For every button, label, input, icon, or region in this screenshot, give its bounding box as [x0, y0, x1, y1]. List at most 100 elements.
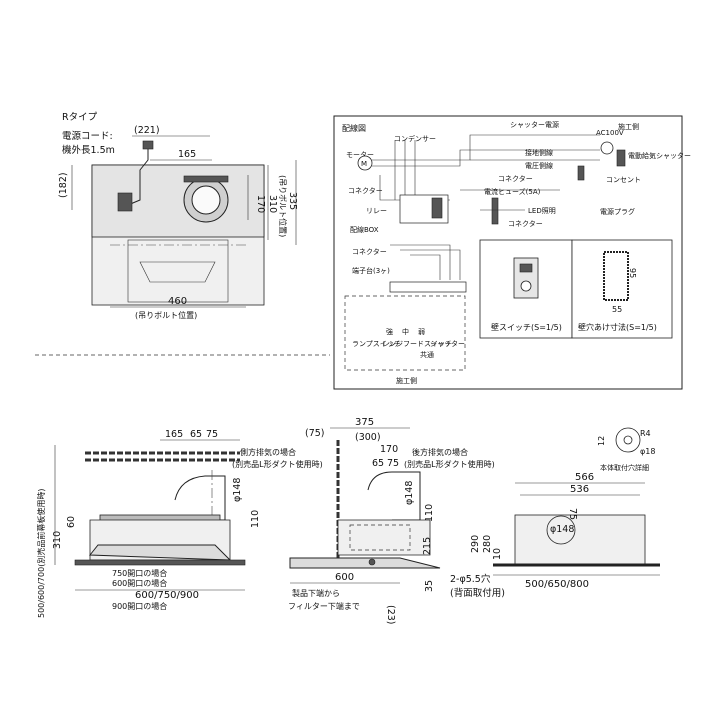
dim-55: 55: [612, 305, 622, 314]
wall-hole-label: 壁穴あけ寸法(S=1/5): [578, 322, 657, 332]
range-hood-switch-label: レンジフードスイッチ: [382, 340, 452, 348]
side-dim-35: 35: [424, 580, 435, 592]
hood-body-side: [337, 519, 431, 556]
dim-182: (182): [58, 172, 69, 198]
mounting-hole-icon: [615, 427, 641, 453]
cord-plug-icon: [142, 140, 154, 150]
terminal-icon: [117, 192, 133, 212]
mounting-hole-inner: [623, 435, 633, 445]
shutter-label: シャッター: [430, 339, 465, 348]
side-dim-148: φ148: [404, 481, 415, 505]
relay-icon: [431, 197, 443, 219]
open-600-label: 600開口の場合: [112, 578, 167, 588]
led-light-label: LED照明: [528, 207, 556, 215]
current-fuse-label: 電流ヒューズ(5A): [484, 187, 541, 196]
bolt-position-horizontal: (吊りボルト位置): [135, 310, 197, 320]
cord-length-label: 機外長1.5m: [62, 144, 115, 156]
wire-7: [400, 249, 461, 280]
wall-hole-icon: [603, 251, 629, 301]
power-source-icon: [600, 141, 614, 155]
terminal-block: [389, 281, 467, 293]
shutter-power-label: シャッター電源: [510, 120, 559, 129]
front-dim-110: 110: [250, 510, 261, 528]
switch-area: [344, 295, 466, 371]
dim-221: (221): [134, 125, 160, 136]
duct-flange: [183, 175, 229, 183]
side-dim-65: 65: [372, 458, 384, 469]
rear-width: 500/650/800: [525, 579, 589, 590]
duct-adaptor-inner: [191, 185, 221, 215]
front-view: 165 65 75 側方排気の場合 (別売品L形ダクト使用時) φ148 110…: [36, 429, 323, 618]
rear-exhaust-label: 後方排気の場合: [412, 447, 468, 457]
top-view: Rタイプ 電源コード: 機外長1.5m (221) 165 (182) 170 …: [58, 112, 298, 320]
front-l-duct-label: (別売品L形ダクト使用時): [232, 459, 323, 469]
ac100v-label: AC100V: [596, 129, 624, 137]
relay-label: リレー: [366, 207, 387, 215]
motor-symbol: M: [361, 160, 367, 168]
front-dim-310: 310: [52, 531, 63, 549]
side-duct: [367, 471, 421, 521]
condenser-label: コンデンサー: [394, 134, 436, 143]
dim-165: 165: [178, 149, 196, 160]
motor-label: モーター: [346, 150, 374, 159]
terminal-block-label: 端子台(3ヶ): [352, 266, 390, 275]
side-exhaust-label: 側方排気の場合: [240, 447, 296, 457]
side-motor-outline: [349, 524, 411, 551]
filter-handle: [139, 261, 216, 283]
side-dim-375: 375: [355, 417, 374, 428]
open-900-label: 900開口の場合: [112, 601, 167, 611]
wall-switch-label: 壁スイッチ(S=1/5): [491, 322, 562, 332]
rear-dim-536: 536: [570, 484, 589, 495]
switch-knob-icon: [520, 280, 532, 292]
rear-dim-18: φ18: [640, 447, 655, 456]
dim-170: 170: [255, 195, 266, 213]
front-dim-148: φ148: [232, 478, 243, 502]
hood-bottom-rail: [74, 559, 246, 566]
front-panel-label: 500/600/700(別売品前幕板使用時): [36, 489, 46, 618]
wiring-box-label: 配線BOX: [350, 225, 379, 234]
side-l-duct-label: (別売品L形ダクト使用時): [404, 459, 495, 469]
side-dim-300: (300): [355, 432, 381, 443]
site-side-label-2: 施工側: [396, 376, 417, 385]
rear-duct-opening: [546, 515, 576, 545]
connector-label-3: コネクター: [508, 219, 543, 228]
speed-strong: 強: [386, 328, 393, 336]
dim-95: 95: [628, 268, 637, 278]
dim-335: 335: [287, 192, 298, 210]
side-dim-23: (23): [385, 605, 396, 625]
side-handle-icon: [368, 558, 376, 566]
hood-body-rear: [514, 514, 646, 566]
side-dim-75b: 75: [387, 458, 399, 469]
power-plug-icon: [577, 165, 585, 181]
wire-6: [390, 244, 451, 280]
side-note-2: フィルター下端まで: [288, 601, 360, 611]
hood-skirt: [88, 544, 232, 561]
filter-area: [127, 239, 229, 303]
motor-icon: [357, 155, 373, 171]
side-dim-75: (75): [305, 428, 325, 439]
r-type-label: Rタイプ: [62, 112, 98, 123]
rear-dim-148: φ148: [550, 524, 574, 535]
power-cord: [127, 146, 149, 206]
open-750-label: 750開口の場合: [112, 568, 167, 578]
side-dim-600: 600: [335, 572, 354, 583]
ground-wire-label: 接地側線: [525, 148, 553, 157]
shutter-icon: [616, 149, 626, 167]
side-dim-110: 110: [424, 504, 435, 522]
front-dim-165: 165: [165, 429, 183, 440]
rear-dim-566: 566: [575, 472, 594, 483]
wire-1: [372, 134, 600, 161]
bolt-position-vertical: (吊りボルト位置): [278, 175, 288, 237]
connector-label-2: コネクター: [348, 186, 383, 195]
wiring-frame: [333, 115, 683, 390]
wiring-diagram: 配線図 コンデンサー シャッター電源 施工側 モーター M 接地側線 電圧側線 …: [333, 115, 691, 390]
rear-dim-12: 12: [597, 436, 606, 446]
speed-weak: 弱: [418, 328, 425, 336]
rear-hole-note: (背面取付用): [450, 587, 505, 599]
voltage-wire-label: 電圧側線: [525, 161, 553, 170]
rear-dim-75: 75: [567, 508, 578, 520]
electric-shutter-label: 電動給気シャッター: [628, 151, 691, 160]
rear-dim-290: 290: [470, 535, 481, 553]
common-label: 共通: [420, 350, 434, 359]
